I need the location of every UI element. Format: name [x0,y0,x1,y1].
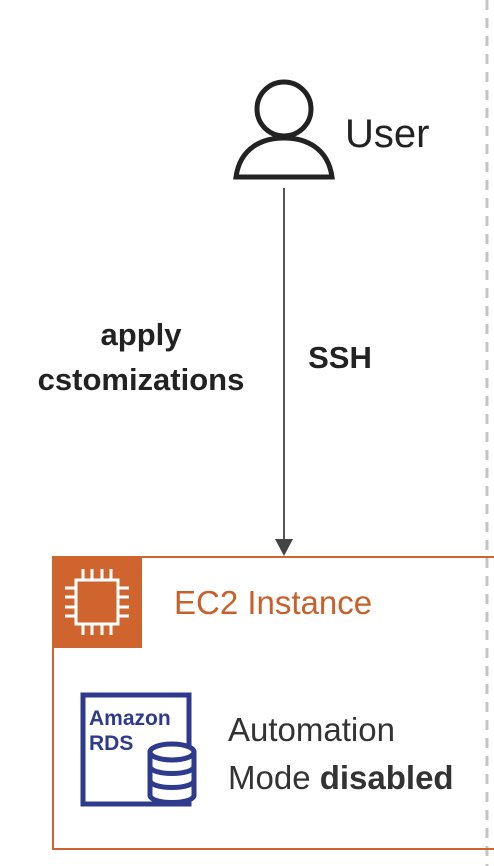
ec2-instance-box [52,556,494,850]
database-icon [147,741,197,805]
apply-label-line1: apply [100,317,182,352]
rds-icon-text-line2: RDS [89,732,133,755]
connector-arrowhead [275,539,293,556]
ec2-chip-icon [52,556,142,648]
ec2-instance-title: EC2 Instance [174,584,373,621]
mode-text: Mode [228,759,320,796]
user-label: User [345,112,430,156]
disabled-text: disabled [319,759,454,796]
automation-mode-label: Automation Mode disabled [228,706,454,802]
user-icon [233,79,335,180]
ssh-label: SSH [308,340,372,375]
automation-label-line1: Automation [228,711,395,748]
apply-customizations-label: apply cstomizations [10,312,272,402]
chip-glyph [65,569,129,635]
automation-label-line2: Mode disabled [228,754,454,802]
apply-label-line2: cstomizations [37,362,245,397]
rds-icon-text-line1: Amazon [89,707,171,730]
right-edge-dashed-border [485,0,489,866]
amazon-rds-icon: Amazon RDS [80,692,197,807]
